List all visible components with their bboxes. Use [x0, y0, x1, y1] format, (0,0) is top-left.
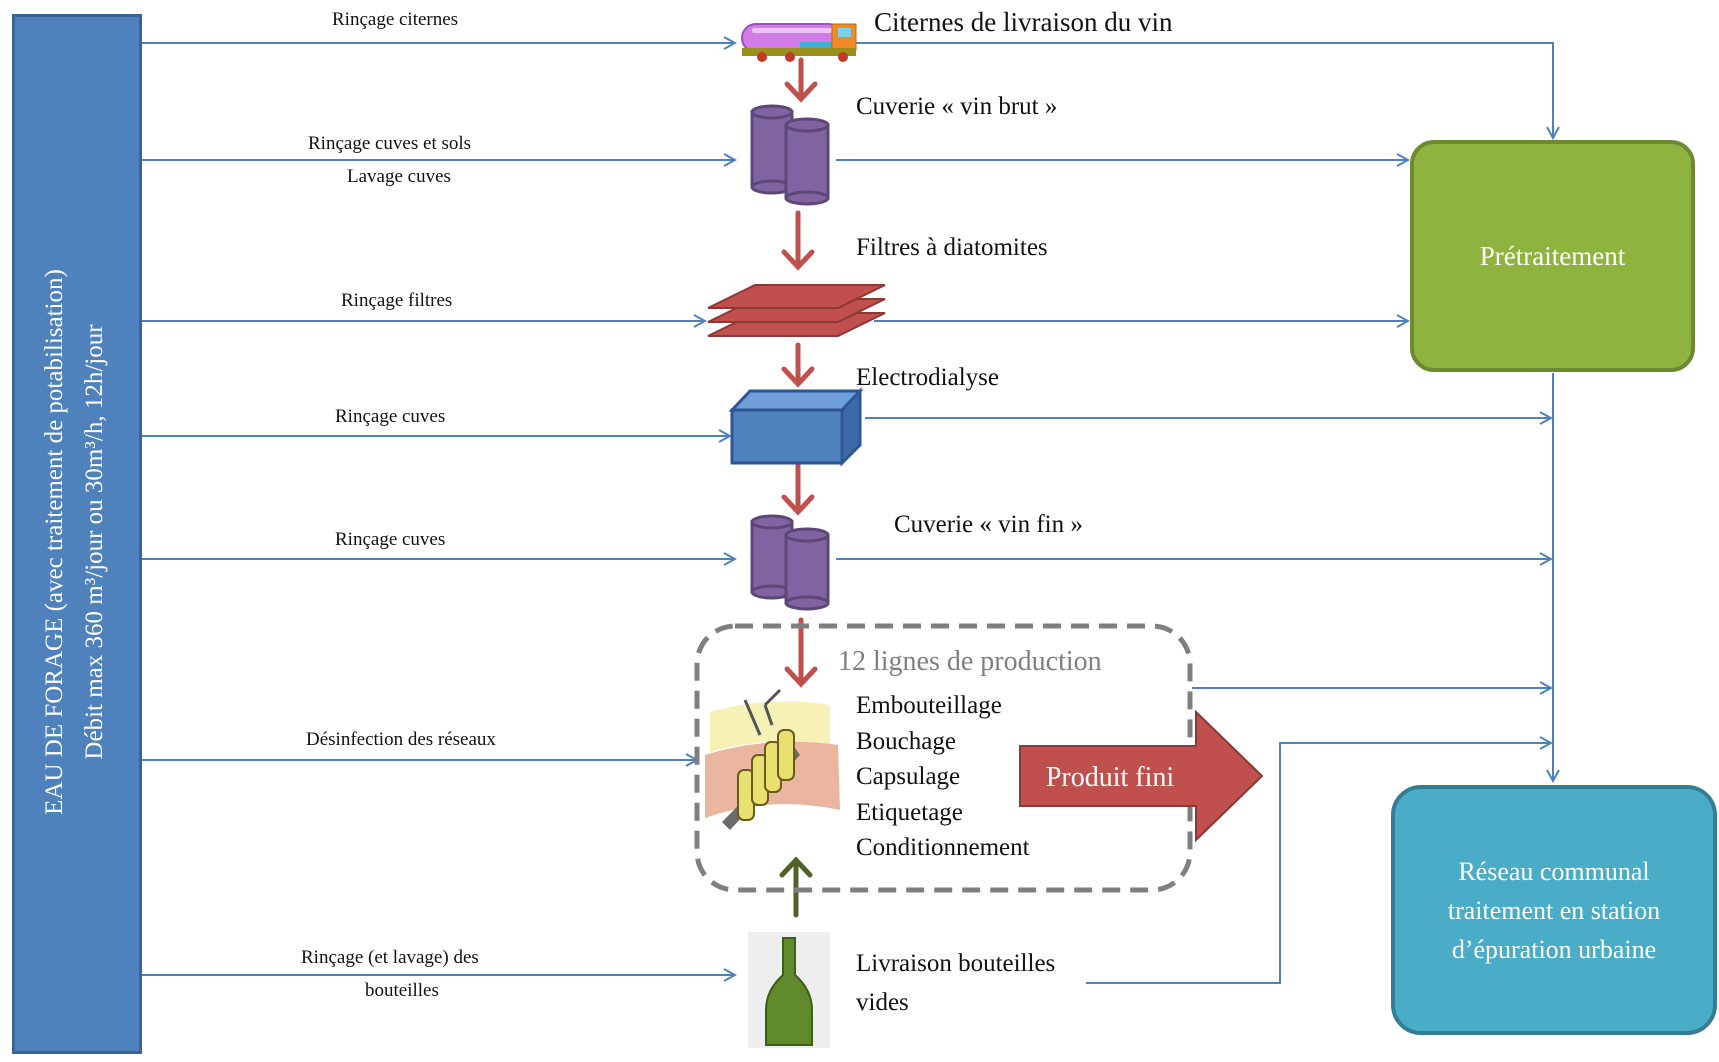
label-lignes-title: 12 lignes de production	[838, 646, 1102, 677]
production-step: Etiquetage	[856, 798, 963, 826]
label-produit-fini: Produit fini	[1045, 762, 1175, 793]
source-bar: EAU DE FORAGE (avec traitement de potabi…	[12, 14, 142, 1054]
production-step: Conditionnement	[856, 834, 1030, 861]
source-line-2: Débit max 360 m³/jour ou 30m³/h, 12h/jou…	[81, 324, 108, 760]
label-desinfection: Désinfection des réseaux	[306, 729, 496, 750]
cuverie-fin-icon	[750, 514, 830, 611]
label-rincage-cuves-sols: Rinçage cuves et sols	[308, 133, 472, 154]
label-lavage-cuves: Lavage cuves	[347, 166, 451, 187]
label-livraison-2: vides	[856, 989, 909, 1016]
source-text: EAU DE FORAGE (avec traitement de potabi…	[35, 22, 125, 1062]
label-cuverie-fin: Cuverie « vin fin »	[894, 511, 1083, 538]
label-rincage-bouteilles-2: bouteilles	[365, 980, 439, 1001]
label-rincage-cuves-fin: Rinçage cuves	[335, 529, 446, 550]
reseau-line-1: Réseau communal	[1458, 856, 1650, 886]
production-steps-list: Embouteillage Bouchage Capsulage Etiquet…	[856, 688, 1030, 866]
label-electrodialyse: Electrodialyse	[856, 364, 999, 391]
reseau-box: Réseau communal traitement en station d’…	[1391, 785, 1717, 1035]
effluent-line-bouteilles	[1086, 743, 1551, 984]
cuverie-brut-icon	[750, 104, 830, 206]
produit-fini-arrow	[1019, 709, 1264, 843]
label-rincage-citernes: Rinçage citernes	[332, 9, 459, 30]
label-citernes: Citernes de livraison du vin	[874, 7, 1173, 37]
bottle-icon	[748, 932, 830, 1048]
effluent-lines	[836, 42, 1553, 984]
production-step: Embouteillage	[856, 692, 1002, 719]
label-rincage-cuves-electro: Rinçage cuves	[335, 406, 446, 427]
label-filtres: Filtres à diatomites	[856, 234, 1048, 261]
reseau-line-2: traitement en station	[1447, 895, 1661, 925]
bottling-machine-icon	[705, 688, 840, 830]
supply-lines	[142, 43, 735, 975]
label-rincage-bouteilles-1: Rinçage (et lavage) des	[301, 947, 479, 968]
pretraitement-box: Prétraitement	[1410, 140, 1695, 372]
process-arrows	[781, 57, 818, 688]
label-rincage-filtres: Rinçage filtres	[341, 290, 453, 311]
pretraitement-label: Prétraitement	[1479, 240, 1626, 271]
filtre-icon	[707, 284, 886, 337]
production-step: Capsulage	[856, 763, 961, 790]
tanker-truck-icon	[741, 23, 857, 62]
reseau-line-3: d’épuration urbaine	[1451, 934, 1657, 964]
source-line-1: EAU DE FORAGE (avec traitement de potabi…	[41, 269, 68, 815]
effluent-line-citernes	[855, 42, 1553, 138]
label-cuverie-brut: Cuverie « vin brut »	[856, 93, 1058, 120]
label-livraison-1: Livraison bouteilles	[856, 950, 1056, 977]
electrodialyse-icon	[728, 387, 864, 467]
production-step: Bouchage	[856, 727, 956, 755]
